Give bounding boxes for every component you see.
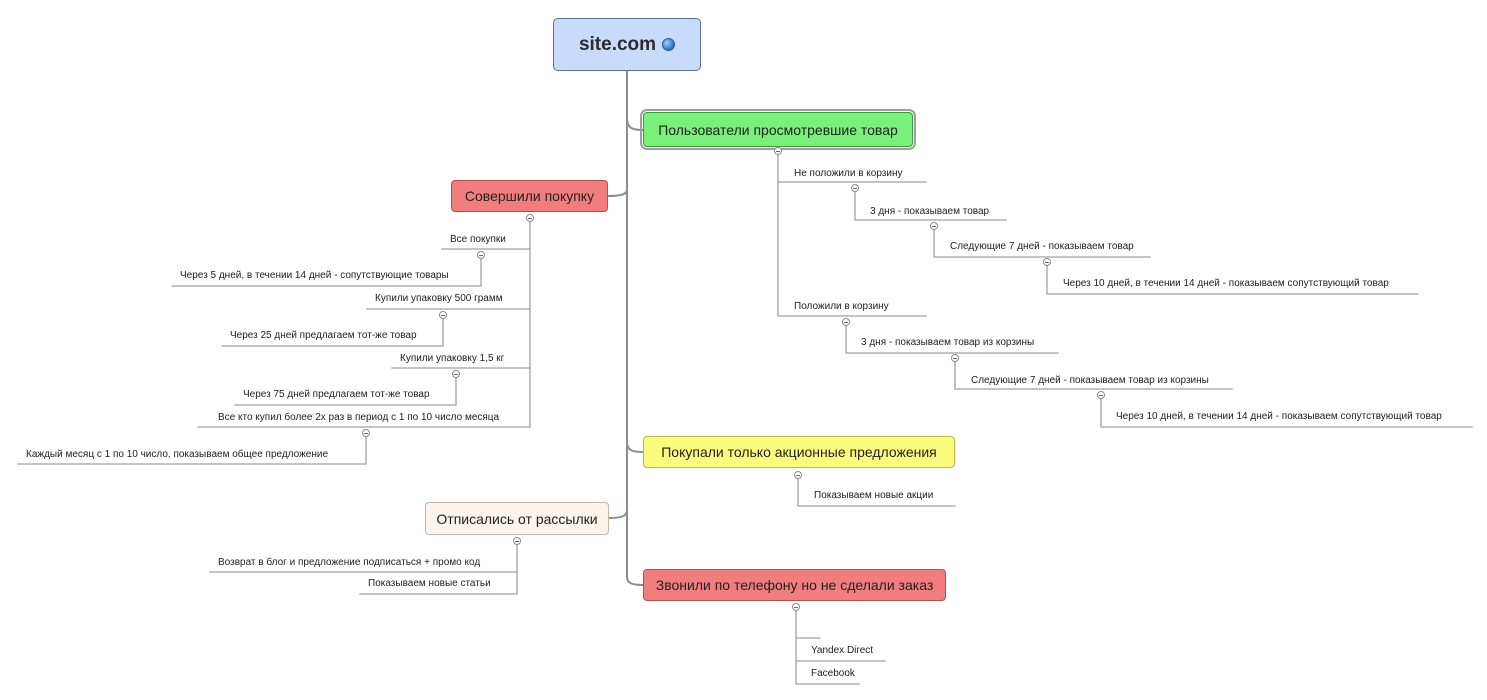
collapse-toggle-icon[interactable] — [774, 147, 782, 155]
node-promo-only[interactable]: Покупали только акционные предложения — [643, 436, 955, 468]
node-unsubscribed[interactable]: Отписались от рассылки — [425, 502, 609, 535]
collapse-toggle-icon[interactable] — [439, 311, 447, 319]
topic-all-purchases[interactable]: Все покупки — [450, 234, 506, 245]
node-viewed-product-label: Пользователи просмотревшие товар — [658, 121, 898, 138]
node-phone-no-order-label: Звонили по телефону но не сделали заказ — [655, 577, 934, 593]
topic-in-cart-step2[interactable]: Следующие 7 дней - показываем товар из к… — [971, 375, 1209, 386]
topic-repeat-buyers[interactable]: Все кто купил более 2х раз в период с 1 … — [218, 412, 500, 423]
topic-pack-500g[interactable]: Купили упаковку 500 грамм — [375, 293, 503, 304]
collapse-toggle-icon[interactable] — [452, 370, 460, 378]
globe-icon — [662, 38, 676, 51]
topic-repeat-buyers-action[interactable]: Каждый месяц с 1 по 10 число, показываем… — [26, 449, 329, 460]
topic-not-in-cart-step2[interactable]: Следующие 7 дней - показываем товар — [950, 241, 1134, 252]
node-made-purchase-label: Совершили покупку — [464, 188, 595, 204]
collapse-toggle-icon[interactable] — [1043, 258, 1051, 266]
topic-pack-1-5kg-action[interactable]: Через 75 дней предлагаем тот-же товар — [243, 389, 430, 400]
root-label: site.com — [578, 33, 657, 55]
collapse-toggle-icon[interactable] — [526, 214, 534, 222]
topic-promo-action[interactable]: Показываем новые акции — [814, 490, 934, 501]
topic-not-in-cart-step3[interactable]: Через 10 дней, в течении 14 дней - показ… — [1063, 278, 1389, 289]
topic-pack-500g-action[interactable]: Через 25 дней предлагаем тот-же товар — [230, 330, 417, 341]
collapse-toggle-icon[interactable] — [951, 354, 959, 362]
collapse-toggle-icon[interactable] — [930, 222, 938, 230]
topic-in-cart-step1[interactable]: 3 дня - показываем товар из корзины — [861, 337, 1035, 348]
topic-facebook[interactable]: Facebook — [811, 668, 855, 679]
collapse-toggle-icon[interactable] — [851, 184, 859, 192]
topic-not-in-cart-step1[interactable]: 3 дня - показываем товар — [870, 206, 990, 217]
node-phone-no-order[interactable]: Звонили по телефону но не сделали заказ — [643, 569, 946, 601]
topic-yandex-direct[interactable]: Yandex Direct — [811, 645, 874, 656]
root-node[interactable]: site.com — [553, 18, 701, 71]
topic-pack-1-5kg[interactable]: Купили упаковку 1,5 кг — [400, 353, 505, 364]
node-viewed-product[interactable]: Пользователи просмотревшие товар — [640, 109, 916, 150]
node-unsubscribed-label: Отписались от рассылки — [436, 510, 598, 527]
collapse-toggle-icon[interactable] — [842, 318, 850, 326]
collapse-toggle-icon[interactable] — [794, 471, 802, 479]
collapse-toggle-icon[interactable] — [513, 537, 521, 545]
topic-not-in-cart[interactable]: Не положили в корзину — [794, 168, 903, 179]
node-made-purchase[interactable]: Совершили покупку — [451, 180, 608, 212]
topic-in-cart-step3[interactable]: Через 10 дней, в течении 14 дней - показ… — [1116, 411, 1442, 422]
topic-new-articles[interactable]: Показываем новые статьи — [368, 578, 491, 589]
collapse-toggle-icon[interactable] — [1097, 391, 1105, 399]
topic-all-purchases-action[interactable]: Через 5 дней, в течении 14 дней - сопутс… — [180, 270, 449, 281]
collapse-toggle-icon[interactable] — [792, 603, 800, 611]
node-promo-only-label: Покупали только акционные предложения — [661, 444, 937, 460]
collapse-toggle-icon[interactable] — [362, 429, 370, 437]
topic-in-cart[interactable]: Положили в корзину — [794, 301, 889, 312]
topic-blog-return[interactable]: Возврат в блог и предложение подписаться… — [218, 557, 481, 568]
collapse-toggle-icon[interactable] — [477, 251, 485, 259]
